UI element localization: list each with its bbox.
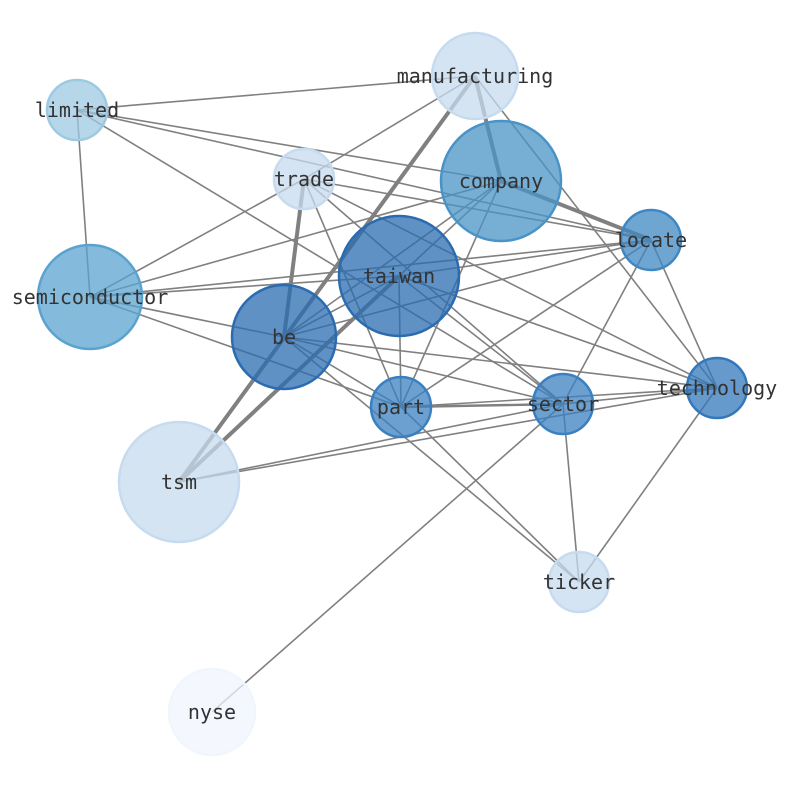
nodes: manufacturing limited trade company locate ta… [12, 31, 777, 757]
node-label: company [459, 169, 543, 193]
node-label: sector [527, 392, 599, 416]
node-circle [167, 667, 257, 757]
edge-sector-nyse [211, 403, 564, 713]
edge-locate-be [283, 239, 652, 338]
node-label: tsm [161, 470, 197, 494]
node-label: part [377, 395, 425, 419]
edge-limited-company [76, 109, 502, 182]
node-label: trade [274, 167, 334, 191]
node-circle [117, 420, 241, 544]
node-circle [45, 78, 109, 142]
node-trade[interactable]: trade [272, 147, 336, 211]
node-manufacturing[interactable]: manufacturing [397, 31, 554, 121]
edge-technology-tsm [178, 387, 718, 483]
node-circle [439, 119, 563, 243]
node-tsm[interactable]: tsm [117, 420, 241, 544]
node-circle [230, 283, 338, 391]
node-label: taiwan [363, 264, 435, 288]
node-technology[interactable]: technology [657, 356, 777, 420]
node-circle [369, 375, 433, 439]
edge-part-ticker [400, 406, 580, 583]
node-circle [685, 356, 749, 420]
edge-company-semiconductor [89, 180, 502, 298]
node-label: nyse [188, 700, 236, 724]
node-sector[interactable]: sector [527, 372, 599, 436]
node-circle [619, 208, 683, 272]
node-circle [272, 147, 336, 211]
edge-limited-manufacturing [76, 75, 476, 111]
edge-locate-part [400, 239, 652, 408]
node-circle [531, 372, 595, 436]
node-part[interactable]: part [369, 375, 433, 439]
edge-limited-sector [76, 109, 564, 405]
node-label: semiconductor [12, 285, 169, 309]
node-label: be [272, 325, 296, 349]
node-circle [36, 243, 144, 351]
node-be[interactable]: be [230, 283, 338, 391]
node-semiconductor[interactable]: semiconductor [12, 243, 169, 351]
node-nyse[interactable]: nyse [167, 667, 257, 757]
node-taiwan[interactable]: taiwan [337, 214, 461, 338]
edge-be-ticker [283, 336, 580, 583]
edge-technology-ticker [578, 387, 718, 583]
node-label: manufacturing [397, 64, 554, 88]
edge-sector-tsm [178, 403, 564, 483]
node-label: technology [657, 376, 777, 400]
node-limited[interactable]: limited [35, 78, 119, 142]
node-label: ticker [543, 570, 615, 594]
node-circle [337, 214, 461, 338]
node-circle [430, 31, 520, 121]
edge-trade-technology [303, 178, 718, 389]
node-ticker[interactable]: ticker [543, 550, 615, 614]
node-circle [547, 550, 611, 614]
node-label: limited [35, 98, 119, 122]
node-label: locate [615, 228, 687, 252]
node-company[interactable]: company [439, 119, 563, 243]
edge-be-technology [283, 336, 718, 389]
edge-limited-locate [76, 109, 652, 241]
node-locate[interactable]: locate [615, 208, 687, 272]
